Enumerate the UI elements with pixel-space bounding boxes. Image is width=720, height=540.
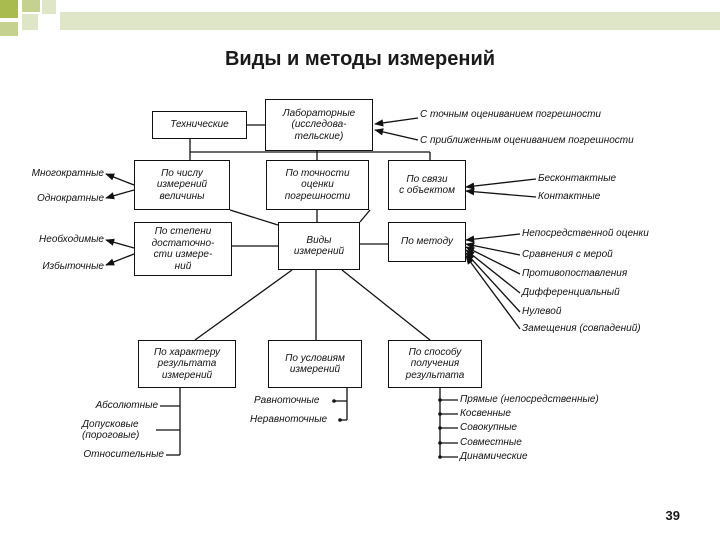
label-relative: Относительные bbox=[83, 449, 164, 460]
box-technical: Технические bbox=[152, 111, 247, 139]
box-by-accuracy: По точности оценки погрешности bbox=[266, 160, 369, 210]
label-multiple: Многократные bbox=[31, 168, 104, 179]
label-redundant: Избыточные bbox=[42, 261, 104, 272]
box-by-conditions: По условиям измерений bbox=[268, 340, 362, 388]
decor-square-4 bbox=[22, 14, 38, 30]
box-by-sufficiency: По степени достаточно- сти измере- ний bbox=[134, 222, 232, 276]
label-equal-accuracy: Равноточные bbox=[254, 395, 320, 406]
label-tolerance: Допусковые (пороговые) bbox=[82, 419, 140, 441]
box-by-method: По методу bbox=[388, 222, 466, 262]
box-center-types: Виды измерений bbox=[278, 222, 360, 270]
label-obtain-aggregate: Совокупные bbox=[460, 422, 517, 433]
label-obtain-indirect: Косвенные bbox=[460, 408, 511, 419]
label-method-opposition: Противопоставления bbox=[522, 268, 628, 279]
label-method-null: Нулевой bbox=[522, 306, 562, 317]
box-by-connection: По связи с объектом bbox=[388, 160, 466, 210]
decor-square-3 bbox=[0, 22, 18, 36]
label-absolute: Абсолютные bbox=[95, 400, 158, 411]
page-title: Виды и методы измерений bbox=[224, 48, 496, 70]
decor-square-2 bbox=[22, 0, 40, 12]
label-unequal-accuracy: Неравноточные bbox=[250, 414, 328, 425]
decor-square-5 bbox=[42, 0, 56, 14]
label-single: Однократные bbox=[37, 193, 104, 204]
decor-square-1 bbox=[0, 0, 18, 18]
label-method-differential: Дифференциальный bbox=[522, 287, 620, 298]
label-contact: Контактные bbox=[538, 191, 601, 202]
box-by-count: По числу измерений величины bbox=[134, 160, 230, 210]
label-necessary: Необходимые bbox=[39, 234, 104, 245]
decor-bar bbox=[60, 12, 720, 30]
label-method-comparison: Сравнения с мерой bbox=[522, 249, 613, 260]
label-method-substitution: Замещения (совпадений) bbox=[522, 323, 641, 334]
box-by-result-character: По характеру результата измерений bbox=[138, 340, 236, 388]
box-laboratory: Лабораторные (исследова- тельские) bbox=[265, 99, 373, 151]
label-method-direct: Непосредственной оценки bbox=[522, 228, 649, 239]
label-obtain-direct: Прямые (непосредственные) bbox=[460, 394, 599, 405]
page-number: 39 bbox=[665, 508, 680, 523]
label-exact-error: С точным оцениванием погрешности bbox=[420, 109, 601, 120]
label-approx-error: С приближенным оцениванием погрешности bbox=[420, 135, 634, 146]
label-obtain-dynamic: Динамические bbox=[460, 451, 528, 462]
box-by-obtaining: По способу получения результата bbox=[388, 340, 482, 388]
label-obtain-joint: Совместные bbox=[460, 437, 522, 448]
label-contactless: Бесконтактные bbox=[538, 173, 617, 184]
